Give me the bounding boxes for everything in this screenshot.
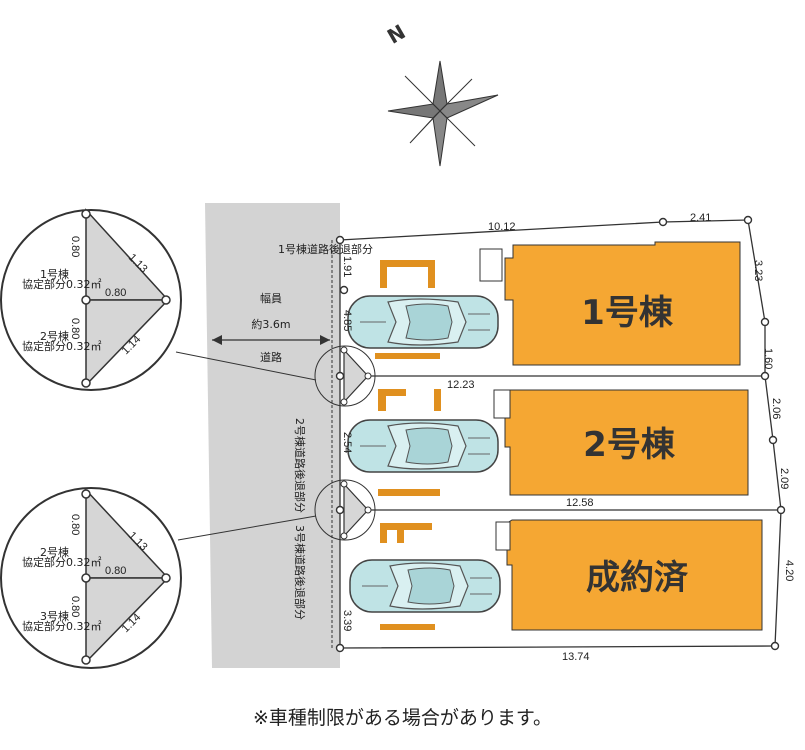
dc1-bottom: 0.80 xyxy=(69,318,81,339)
compass-north-label: N xyxy=(383,20,410,49)
setback-label-1: 1号棟道路後退部分 xyxy=(278,242,373,256)
dc1-top: 0.80 xyxy=(69,236,81,257)
dc1-middle: 0.80 xyxy=(105,287,126,299)
dim-right-5: 4.20 xyxy=(783,560,795,581)
dim-left-3: 2.54 xyxy=(341,432,353,453)
dc1-area-lower-1: 2号棟 xyxy=(40,329,69,343)
dim-right-1: 3.23 xyxy=(752,260,764,281)
road-name: 道路 xyxy=(260,350,282,364)
corner-triangle-2 xyxy=(314,479,376,541)
entry-box-3 xyxy=(495,521,511,551)
dc2-bottom: 0.80 xyxy=(69,596,81,617)
dim-left-4: 3.39 xyxy=(341,610,353,631)
dc2-area-upper-2: 協定部分0.32㎡ xyxy=(22,555,102,569)
dim-bottom: 13.74 xyxy=(562,651,590,663)
leader-line-1 xyxy=(175,351,317,381)
footnote: ※車種制限がある場合があります。 xyxy=(252,707,553,729)
building-2-label: 2号棟 xyxy=(583,425,676,465)
road xyxy=(205,203,340,668)
dim-top-b: 2.41 xyxy=(690,212,711,224)
dc2-area-lower-2: 協定部分0.32㎡ xyxy=(22,619,102,633)
parking-marks xyxy=(375,260,441,630)
dim-right-3: 2.06 xyxy=(770,398,782,419)
dim-right-2: 1.60 xyxy=(762,348,774,369)
corner-triangle-1 xyxy=(314,345,376,407)
building-1 xyxy=(504,241,741,366)
compass-rose-icon xyxy=(387,60,499,167)
corner-markers xyxy=(335,215,786,653)
dc2-area-lower-1: 3号棟 xyxy=(40,609,69,623)
dim-right-4: 2.09 xyxy=(778,468,790,489)
detail-circle-2 xyxy=(0,487,182,669)
setback-label-2: 2号棟道路後退部分 xyxy=(293,418,307,513)
dim-top-a: 10.12 xyxy=(488,221,516,233)
entry-box-2 xyxy=(493,389,511,419)
car-3 xyxy=(349,559,501,613)
road-width-value: 約3.6m xyxy=(251,317,290,331)
detail-circle-1 xyxy=(0,208,182,391)
dc2-top: 0.80 xyxy=(69,514,81,535)
dim-left-2: 4.85 xyxy=(341,310,353,331)
setback-label-3: 3号棟道路後退部分 xyxy=(293,525,307,620)
building-1-label: 1号棟 xyxy=(581,293,674,333)
car-1 xyxy=(347,295,499,349)
dc1-area-upper-2: 協定部分0.32㎡ xyxy=(22,277,102,291)
dc2-middle: 0.80 xyxy=(105,565,126,577)
entry-box-1 xyxy=(479,248,503,282)
leader-line-2 xyxy=(177,515,317,541)
lot-boundary xyxy=(339,219,782,649)
building-3-label: 成約済 xyxy=(586,558,689,598)
dim-divider-2: 12.58 xyxy=(566,497,594,509)
dc1-area-lower-2: 協定部分0.32㎡ xyxy=(22,339,102,353)
dc2-area-upper-1: 2号棟 xyxy=(40,545,69,559)
dc1-area-upper-1: 1号棟 xyxy=(40,267,69,281)
road-width-label: 幅員 xyxy=(260,292,282,305)
dim-divider-1: 12.23 xyxy=(447,379,475,391)
car-2 xyxy=(347,419,499,473)
dim-left-1: 1.91 xyxy=(341,256,353,277)
